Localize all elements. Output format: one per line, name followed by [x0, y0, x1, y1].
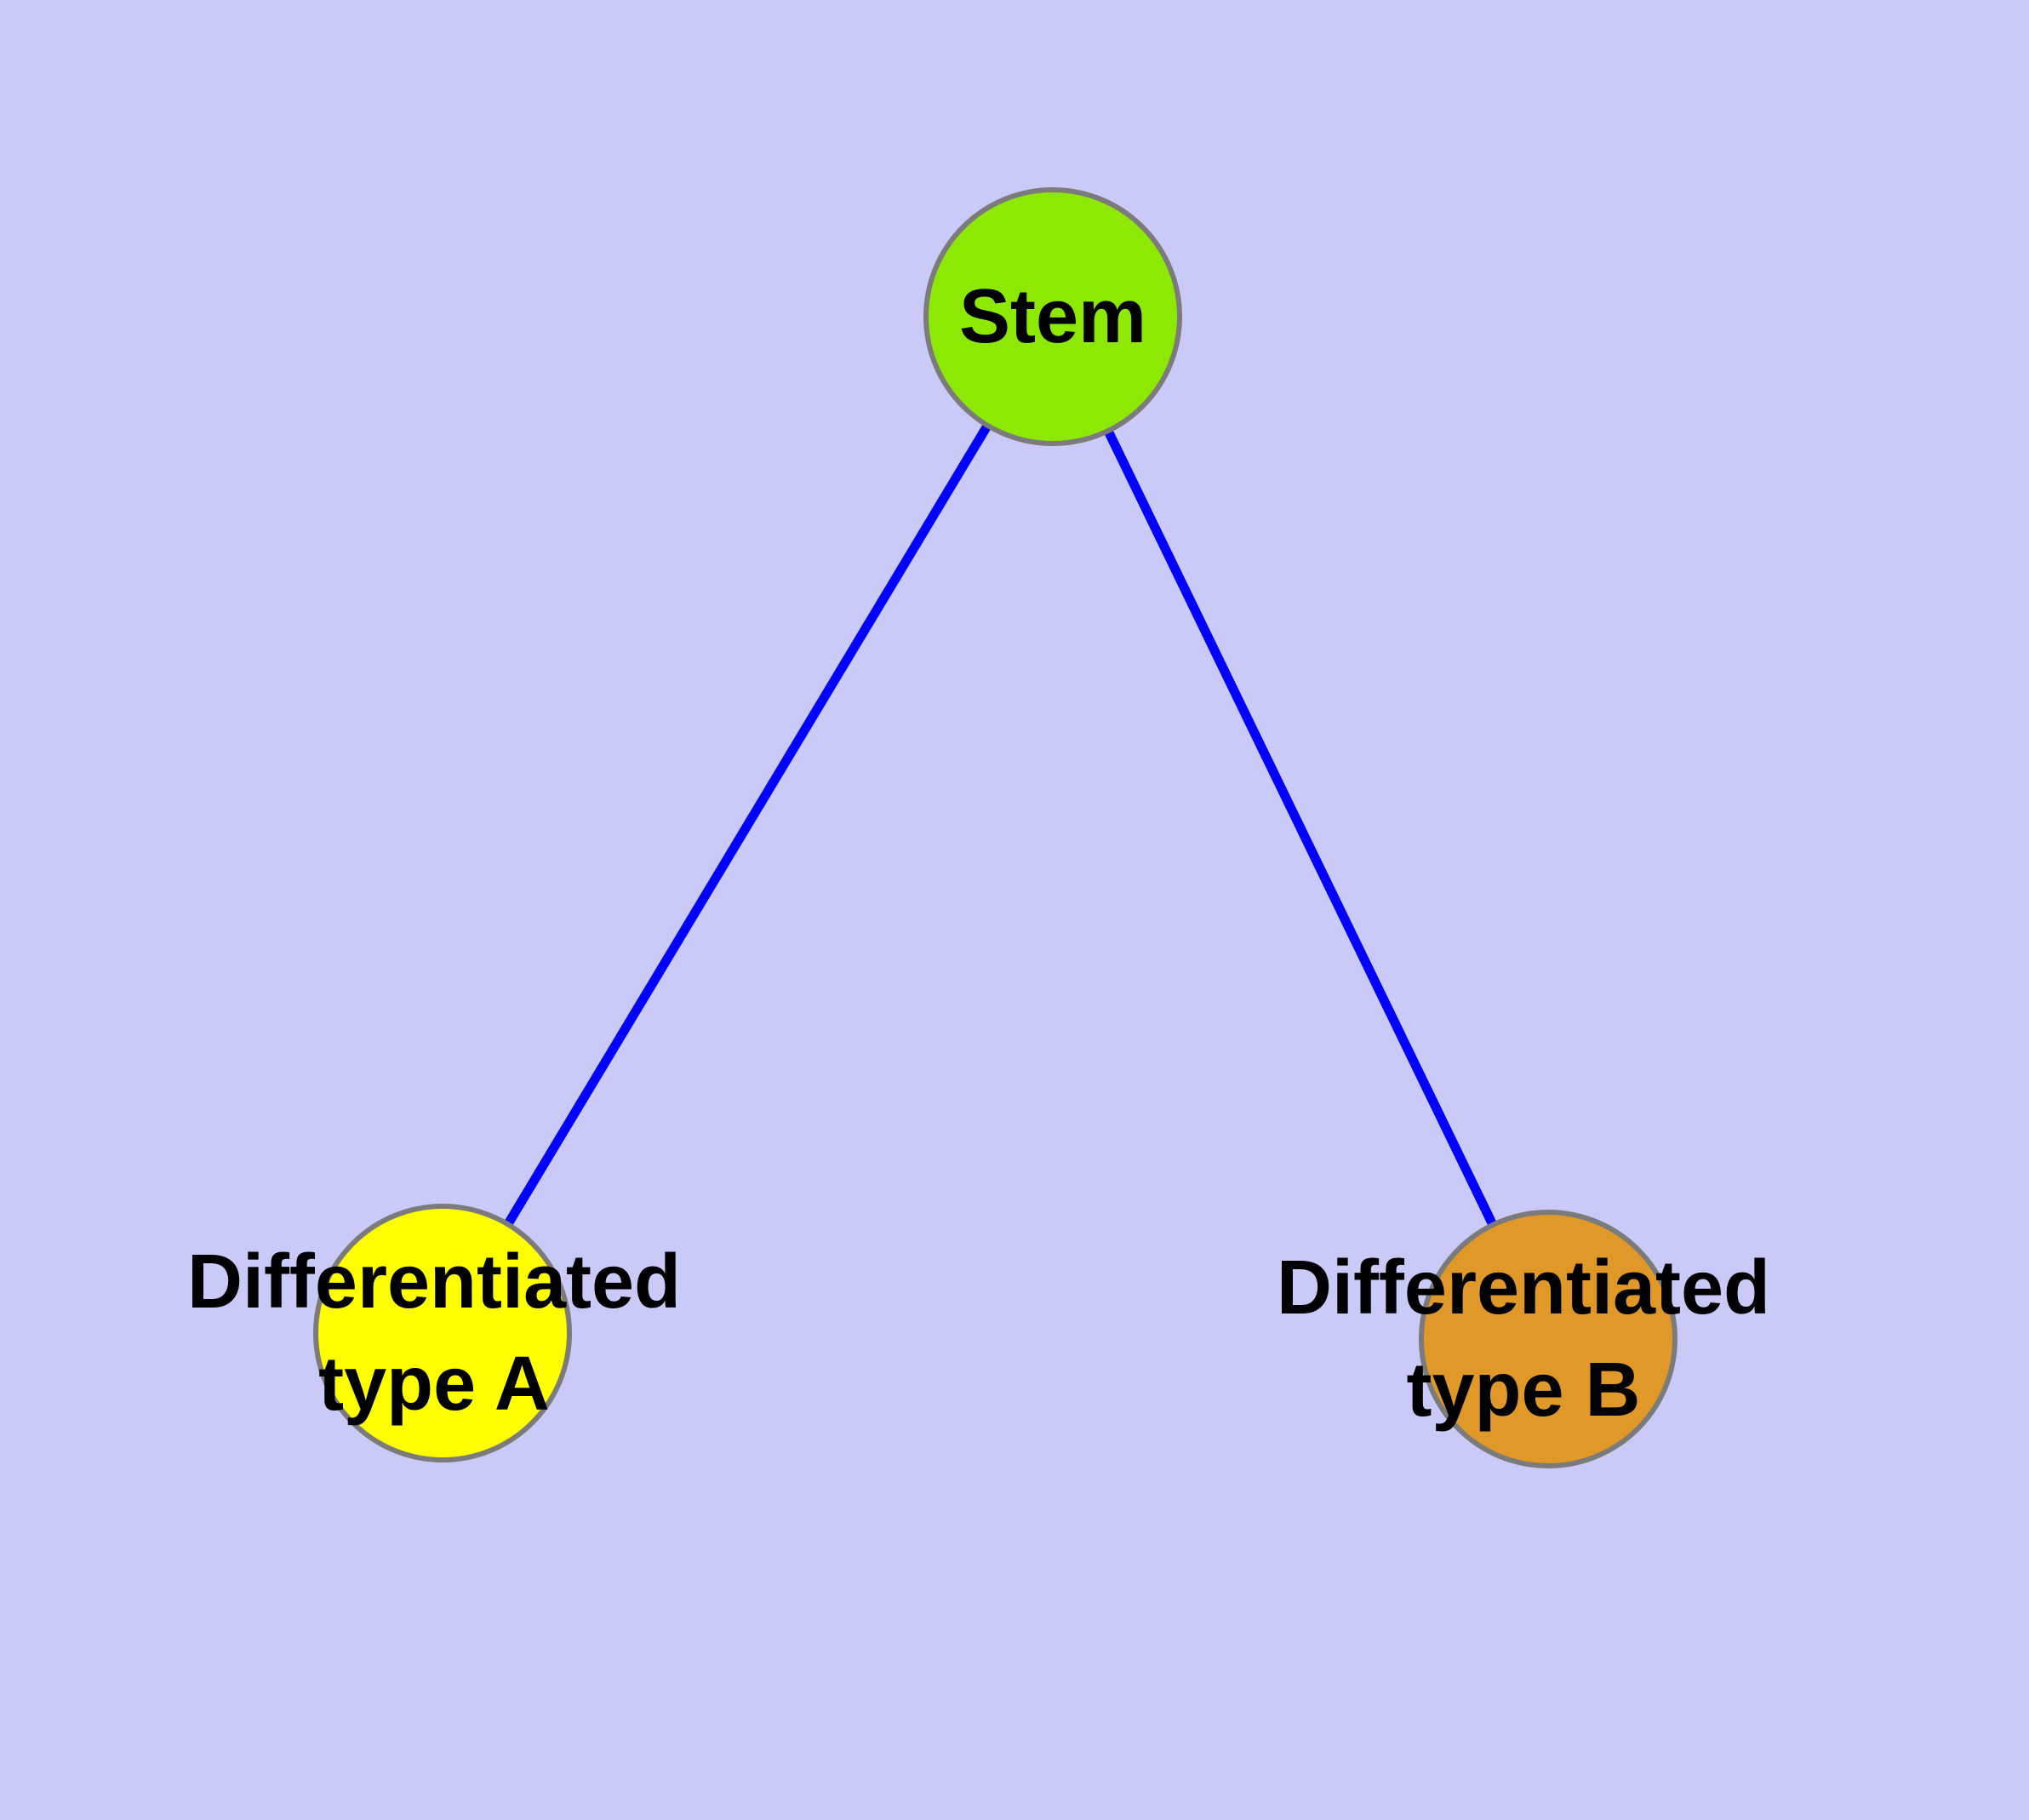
node-differentiated-type-a-label-line2: type A [318, 1342, 550, 1427]
node-differentiated-type-a-label-line1: Differentiated [187, 1239, 681, 1325]
node-differentiated-type-a: Differentiated type A [187, 1204, 681, 1462]
node-differentiated-type-b-circle [1419, 1210, 1677, 1468]
node-differentiated-type-b-label-line1: Differentiated [1277, 1245, 1770, 1331]
node-stem: Stem [923, 187, 1182, 446]
edge-stem-to-type-a [438, 314, 1057, 1336]
edge-stem-to-type-b [1049, 314, 1552, 1342]
node-differentiated-type-a-circle [313, 1204, 572, 1462]
node-differentiated-type-b-label-line2: type B [1406, 1348, 1640, 1433]
node-stem-circle [923, 187, 1182, 446]
node-differentiated-type-b: Differentiated type B [1277, 1210, 1770, 1468]
node-stem-label: Stem [959, 274, 1146, 359]
